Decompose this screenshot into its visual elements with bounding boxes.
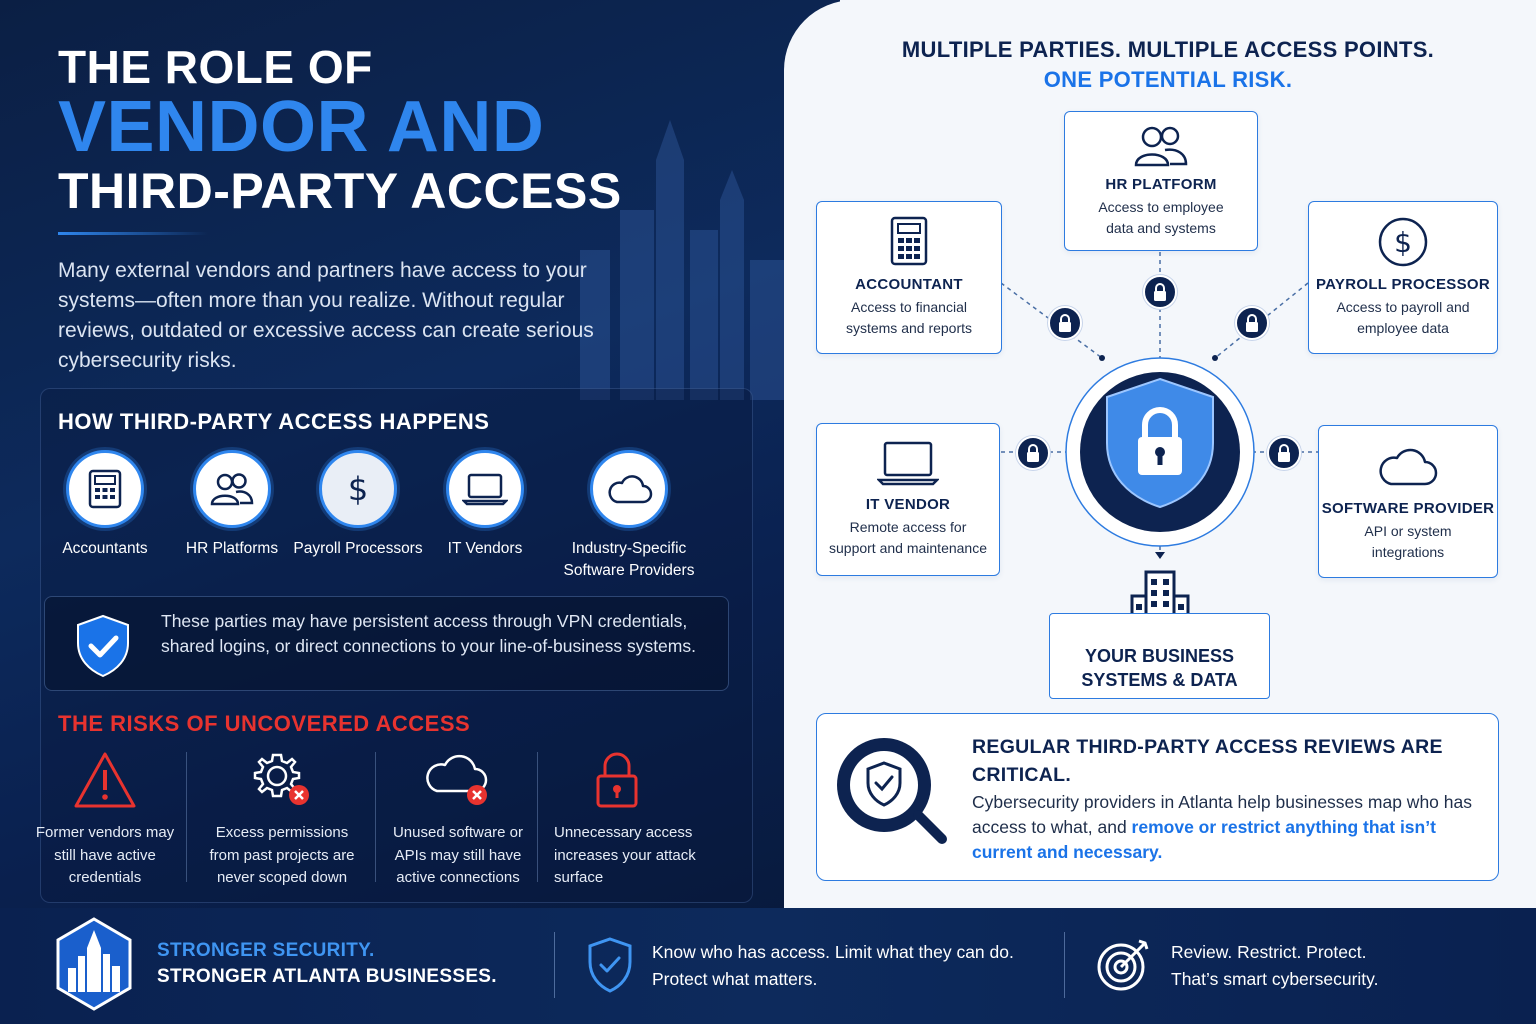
party-desc: Access to payroll and employee data bbox=[1336, 299, 1470, 336]
lock-badge-icon bbox=[1048, 306, 1082, 340]
callout-heading: REGULAR THIRD-PARTY ACCESS REVIEWS ARE C… bbox=[972, 736, 1443, 786]
lock-badge-icon bbox=[1235, 306, 1269, 340]
footer-bar bbox=[0, 908, 1536, 1024]
shield-check-icon bbox=[588, 937, 632, 993]
footer-message-1: Know who has access. Limit what they can… bbox=[652, 939, 1014, 993]
how-item-accountants: Accountants bbox=[30, 450, 180, 560]
party-accountant: ACCOUNTANT Access to financial systems a… bbox=[816, 201, 1002, 354]
laptop-icon bbox=[446, 450, 524, 528]
calculator-icon bbox=[66, 450, 144, 528]
how-item-label: HR Platforms bbox=[185, 540, 279, 557]
risk-item-unused-software: Unused software or APIs may still have a… bbox=[378, 748, 538, 890]
dollar-icon: $ bbox=[319, 450, 397, 528]
intro-paragraph: Many external vendors and partners have … bbox=[58, 259, 594, 372]
atlanta-hexagon-logo-icon bbox=[56, 917, 132, 1011]
party-desc: Remote access for support and maintenanc… bbox=[829, 519, 987, 556]
review-callout bbox=[816, 713, 1499, 881]
callout-text-main: Cybersecurity providers in Atlanta help … bbox=[972, 792, 1472, 837]
how-item-software: Industry-Specific Software Providers bbox=[553, 450, 705, 582]
party-desc: Access to financial systems and reports bbox=[845, 299, 973, 336]
risk-label: Excess permissions from past projects ar… bbox=[209, 824, 355, 886]
city-skyline-graphic bbox=[580, 120, 826, 400]
risk-label: Former vendors may still have active cre… bbox=[35, 824, 175, 886]
title-line-3: THIRD-PARTY ACCESS bbox=[58, 163, 622, 219]
risk-divider bbox=[186, 752, 187, 882]
footer-tagline-2: STRONGER ATLANTA BUSINESSES. bbox=[157, 966, 497, 987]
footer-divider bbox=[554, 932, 555, 998]
business-line-1: YOUR BUSINESS bbox=[1084, 646, 1235, 666]
padlock-icon bbox=[554, 748, 700, 812]
lock-badge-icon bbox=[1267, 436, 1301, 470]
how-item-hr-platforms: HR Platforms bbox=[157, 450, 307, 560]
cloud-icon bbox=[1319, 444, 1497, 488]
cloud-error-icon bbox=[378, 748, 538, 812]
risk-divider bbox=[375, 752, 376, 882]
callout-text-highlight: remove or restrict anything that isn’t c… bbox=[972, 817, 1436, 862]
footer-message-2b: That’s smart cybersecurity. bbox=[1171, 969, 1379, 989]
risk-divider bbox=[537, 752, 538, 882]
diagram-heading: MULTIPLE PARTIES. MULTIPLE ACCESS POINTS… bbox=[901, 37, 1435, 62]
calculator-icon bbox=[817, 216, 1001, 266]
how-item-label: Industry-Specific Software Providers bbox=[563, 540, 695, 579]
cloud-icon bbox=[590, 450, 668, 528]
central-shield-lock-icon bbox=[1065, 357, 1255, 547]
party-software-provider: SOFTWARE PROVIDER API or system integrat… bbox=[1318, 425, 1498, 578]
people-icon bbox=[193, 450, 271, 528]
callout-text: Cybersecurity providers in Atlanta help … bbox=[972, 790, 1472, 865]
svg-text:$: $ bbox=[1394, 226, 1412, 259]
target-icon bbox=[1097, 939, 1149, 991]
risks-heading: THE RISKS OF UNCOVERED ACCESS bbox=[58, 711, 471, 736]
how-item-label: Accountants bbox=[62, 540, 148, 557]
risk-item-excess-permissions: Excess permissions from past projects ar… bbox=[202, 748, 362, 890]
how-item-it-vendors: IT Vendors bbox=[410, 450, 560, 560]
risk-item-unnecessary-access: Unnecessary access increases your attack… bbox=[540, 748, 700, 890]
lock-badge-icon bbox=[1143, 275, 1177, 309]
party-title: PAYROLL PROCESSOR bbox=[1315, 276, 1491, 293]
people-icon bbox=[1065, 124, 1257, 168]
svg-text:$: $ bbox=[348, 470, 368, 508]
gear-error-icon bbox=[202, 748, 362, 812]
persistent-access-text: These parties may have persistent access… bbox=[161, 611, 696, 656]
party-title: IT VENDOR bbox=[865, 496, 951, 513]
dollar-circle-icon: $ bbox=[1309, 216, 1497, 268]
risk-label: Unnecessary access increases your attack… bbox=[554, 824, 696, 886]
magnifier-shield-icon bbox=[837, 738, 947, 844]
footer-message-1b: Protect what matters. bbox=[652, 969, 818, 989]
party-title: SOFTWARE PROVIDER bbox=[1321, 500, 1495, 517]
your-business-box: YOUR BUSINESS SYSTEMS & DATA bbox=[1049, 613, 1270, 699]
title-underline bbox=[58, 232, 208, 235]
shield-check-icon bbox=[77, 614, 129, 678]
party-desc: API or system integrations bbox=[1364, 523, 1452, 560]
party-it-vendor: IT VENDOR Remote access for support and … bbox=[816, 423, 1000, 576]
footer-message-2: Review. Restrict. Protect. That’s smart … bbox=[1171, 939, 1378, 993]
persistent-access-note: These parties may have persistent access… bbox=[44, 596, 729, 691]
diagram-subheading: ONE POTENTIAL RISK. bbox=[1043, 67, 1293, 92]
title-line-1: THE ROLE OF bbox=[58, 41, 373, 93]
how-item-label: IT Vendors bbox=[447, 540, 523, 557]
risk-label: Unused software or APIs may still have a… bbox=[392, 824, 524, 886]
footer-divider bbox=[1064, 932, 1065, 998]
party-payroll-processor: $ PAYROLL PROCESSOR Access to payroll an… bbox=[1308, 201, 1498, 354]
how-item-payroll: $ Payroll Processors bbox=[283, 450, 433, 560]
how-item-label: Payroll Processors bbox=[293, 540, 423, 557]
laptop-icon bbox=[817, 440, 999, 486]
footer-message-1a: Know who has access. Limit what they can… bbox=[652, 942, 1014, 962]
party-title: ACCOUNTANT bbox=[855, 276, 963, 293]
title-line-2: VENDOR AND bbox=[58, 87, 545, 167]
warning-icon bbox=[25, 748, 185, 812]
left-panel bbox=[0, 0, 840, 910]
how-access-heading: HOW THIRD-PARTY ACCESS HAPPENS bbox=[58, 409, 490, 434]
party-title: HR PLATFORM bbox=[1105, 176, 1217, 193]
party-hr-platform: HR PLATFORM Access to employee data and … bbox=[1064, 111, 1258, 251]
lock-badge-icon bbox=[1016, 436, 1050, 470]
risk-item-former-vendors: Former vendors may still have active cre… bbox=[25, 748, 185, 890]
party-desc: Access to employee data and systems bbox=[1098, 199, 1224, 236]
business-line-2: SYSTEMS & DATA bbox=[1081, 670, 1238, 690]
footer-message-2a: Review. Restrict. Protect. bbox=[1171, 942, 1367, 962]
footer-tagline-1: STRONGER SECURITY. bbox=[157, 940, 375, 961]
